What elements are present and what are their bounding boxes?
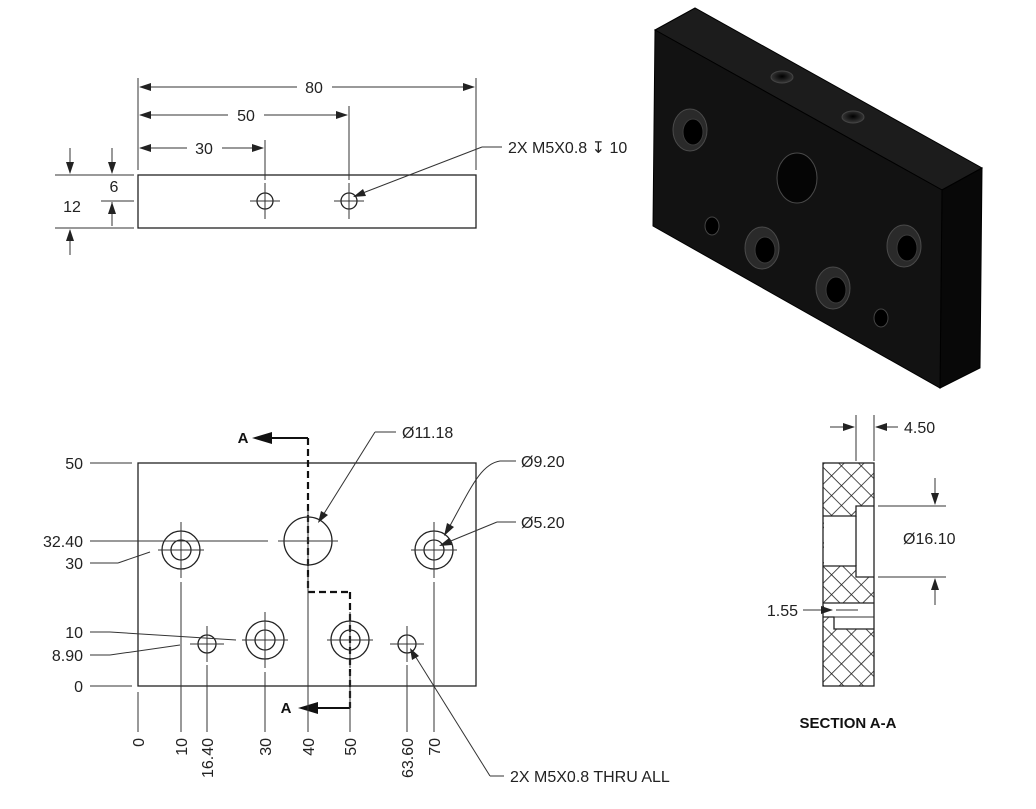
section-marker-bottom: A: [281, 700, 292, 717]
y-label-32-40: 32.40: [43, 534, 83, 551]
dim-12: 12: [63, 148, 81, 255]
iso-front-holes: [672, 108, 922, 328]
center-hole: [278, 510, 338, 570]
dia-11-18-label: Ø11.18: [402, 425, 453, 442]
cbore-hole-2: [411, 522, 457, 578]
dia-9-20-label: Ø9.20: [521, 454, 565, 471]
y-label-0: 0: [74, 679, 83, 696]
dim-12-label: 12: [63, 199, 81, 216]
x-label-63-60: 63.60: [400, 738, 417, 778]
dim-80: 80: [139, 80, 475, 97]
section-outline: [822, 462, 875, 687]
iso-top-hole-2: [841, 110, 865, 124]
callout-thru-label: 2X M5X0.8 THRU ALL: [510, 769, 670, 786]
section-view: 4.50 Ø16.10 1.55 SECTION A-A: [767, 415, 956, 732]
dim-6-label: 6: [110, 179, 119, 196]
thru-hole-2: [390, 626, 424, 662]
iso-view: [652, 7, 984, 389]
callout-tapped-label: 2X M5X0.8 ↧ 10: [508, 140, 627, 157]
callout-tapped-leader: 2X M5X0.8 ↧ 10: [353, 140, 627, 197]
dim-dia-16-10-label: Ø16.10: [903, 531, 956, 548]
iso-front-face: [652, 29, 943, 389]
top-view-outline: [137, 174, 477, 229]
front-view: A A: [43, 425, 670, 786]
y-label-10: 10: [65, 625, 83, 642]
section-title: SECTION A-A: [800, 715, 897, 732]
dim-dia-16-10: Ø16.10: [878, 478, 956, 605]
x-label-10: 10: [174, 738, 191, 756]
x-label-50: 50: [343, 738, 360, 756]
cbore-hole-4: [327, 612, 373, 668]
x-ordinates: 0 10 16.40 30 40 50 63.60 70: [131, 575, 444, 778]
dim-50: 50: [139, 108, 348, 125]
tapped-hole-2: [334, 183, 364, 219]
x-label-0: 0: [131, 738, 148, 747]
dim-4-50: 4.50: [830, 415, 935, 461]
dim-4-50-label: 4.50: [904, 420, 935, 437]
section-marker-top: A: [238, 430, 249, 447]
iso-side-face: [939, 167, 983, 389]
y-ordinates: 50 32.40 30 10 8.90 0: [43, 456, 268, 696]
thru-hole-1: [190, 626, 224, 662]
dim-30: 30: [139, 141, 264, 158]
y-label-50: 50: [65, 456, 83, 473]
y-label-8-90: 8.90: [52, 648, 83, 665]
top-view: 80 50 30 12: [55, 78, 627, 255]
dim-6: 6: [108, 148, 119, 226]
dim-1-55: 1.55: [767, 603, 858, 620]
iso-top-hole-1: [770, 70, 794, 84]
dim-80-label: 80: [305, 80, 323, 97]
dia-5-20-label: Ø5.20: [521, 515, 565, 532]
cbore-hole-1: [158, 522, 204, 578]
leader-dia-5-20: Ø5.20: [439, 515, 565, 546]
dim-30-label: 30: [195, 141, 213, 158]
dim-1-55-label: 1.55: [767, 603, 798, 620]
leader-dia-9-20: Ø9.20: [444, 454, 565, 536]
cbore-hole-3: [242, 612, 288, 668]
section-line: A A: [238, 430, 352, 717]
x-label-70: 70: [427, 738, 444, 756]
tapped-hole-1: [250, 183, 280, 219]
leader-thru-all: 2X M5X0.8 THRU ALL: [410, 648, 670, 786]
x-label-40: 40: [301, 738, 318, 756]
leader-dia-11-18: Ø11.18: [318, 425, 453, 523]
y-label-30: 30: [65, 556, 83, 573]
dim-50-label: 50: [237, 108, 255, 125]
x-label-30: 30: [258, 738, 275, 756]
x-label-16-40: 16.40: [200, 738, 217, 778]
